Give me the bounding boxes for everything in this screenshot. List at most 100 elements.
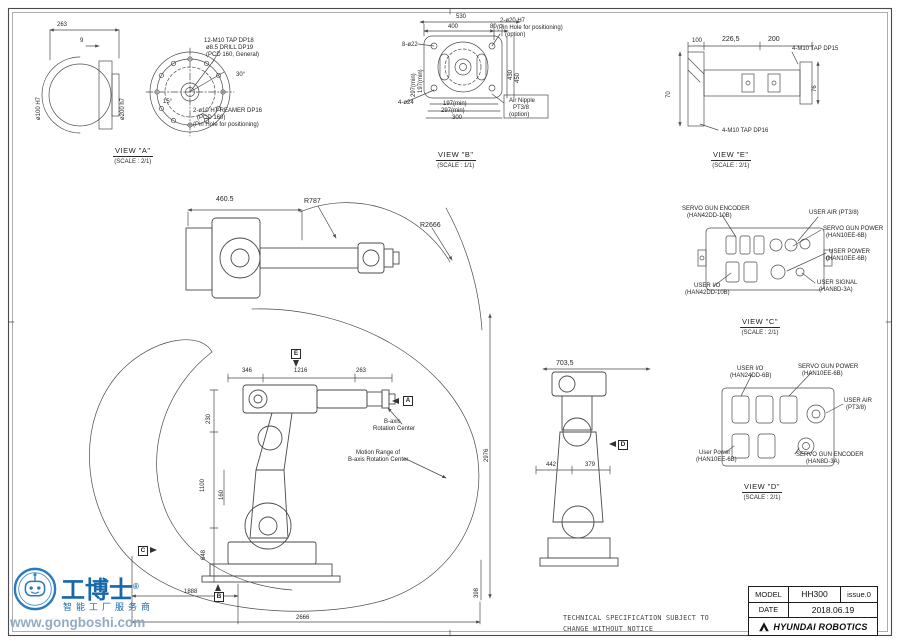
dim-b-197-left: 197(min) <box>418 69 424 93</box>
dim-b-450: 450 <box>515 72 521 83</box>
model-value: HH300 <box>789 587 841 602</box>
view-e-drawing <box>678 41 820 131</box>
note-4dia24: 4-ø24 <box>398 100 414 106</box>
label-b-axis-1: B-axis <box>384 419 401 425</box>
watermark-name: 工博士® <box>61 570 139 605</box>
dim-226-5: 226,5 <box>722 36 740 43</box>
label-user-signal: USER SIGNAL <box>817 280 858 286</box>
dim-b-430: 430 <box>508 69 514 80</box>
dim-30deg: 30° <box>236 72 246 78</box>
dim-b-300: 300 <box>452 115 463 121</box>
dim-9: 9 <box>80 38 84 44</box>
note-2dia20: 2-ø20 H7 <box>500 18 526 24</box>
note-reamer-pin: (Pin Hole for positioning) <box>193 122 259 128</box>
label-user-power-c: USER POWER <box>829 249 871 255</box>
note-2dia20-c: (option) <box>505 32 526 38</box>
issue-value: issue.0 <box>847 589 871 599</box>
main-robot-front-drawing <box>201 384 396 583</box>
label-user-power-d: User Power <box>699 450 731 456</box>
dim-442: 442 <box>546 462 557 468</box>
technical-note: TECHNICAL SPECIFICATION SUBJECT TO CHANG… <box>563 613 709 634</box>
main-arm-assembly-drawing <box>185 202 483 331</box>
view-b-drawing <box>405 20 549 119</box>
note-reamer: 2-ø10 H7 REAMER DP16 <box>193 108 263 114</box>
view-d-caption: VIEW "D" (SCALE : 2/1) <box>742 482 782 501</box>
view-marker-d: D <box>618 440 628 450</box>
model-label: MODEL <box>749 587 789 602</box>
label-b-axis-2: Rotation Center <box>373 426 416 432</box>
view-d-panel-drawing <box>721 371 844 467</box>
dim-460-5: 460.5 <box>216 196 234 203</box>
dim-400: 400 <box>448 24 459 30</box>
dim-b-197-bot: 197(min) <box>443 101 467 107</box>
label-sg-encoder-d2: (HAN8D-3A) <box>806 459 840 465</box>
label-user-power-d2: (HAN10EE-6B) <box>696 457 737 463</box>
view-a-drawing <box>41 28 235 137</box>
view-a-caption: VIEW "A" (SCALE : 2/1) <box>113 146 153 165</box>
label-user-power-c2: (HAN10EE-6B) <box>826 256 867 262</box>
dim-1888: 1888 <box>184 589 198 595</box>
technical-note-line1: TECHNICAL SPECIFICATION SUBJECT TO <box>563 614 709 622</box>
note-reamer-pcd: (PCD 160) <box>197 115 226 121</box>
title-block: MODEL HH300 issue.0 DATE 2018.06.19 HYUN… <box>748 586 878 636</box>
note-nipple-1: Air Nipple <box>509 98 536 104</box>
hyundai-robotics-logo-icon <box>759 621 770 631</box>
note-nipple-3: (option) <box>509 112 530 118</box>
watermark-slogan: 智能工厂服务商 <box>63 602 155 612</box>
brand-row: HYUNDAI ROBOTICS <box>749 618 877 635</box>
title-block-row-model: MODEL HH300 issue.0 <box>749 587 877 603</box>
date-label: DATE <box>749 602 789 618</box>
dim-263: 263 <box>57 22 68 28</box>
label-sg-power-c2: (HAN10EE-6B) <box>826 233 867 239</box>
view-d-title: VIEW "D" <box>742 482 782 493</box>
label-user-air-d2: (PT3/8) <box>846 405 867 411</box>
dim-2666: 2666 <box>296 615 310 621</box>
dim-703-5: 703,5 <box>556 360 574 367</box>
label-user-io-d: USER I/O <box>737 366 764 372</box>
view-c-panel-drawing <box>697 214 833 291</box>
label-user-air-d: USER AIR <box>844 398 873 404</box>
dim-r2666: R2666 <box>420 222 441 229</box>
dim-100: 100 <box>692 38 703 44</box>
dim-b-297-left: 297(min) <box>411 73 417 97</box>
dim-dia200h7: ø200 h7 <box>120 97 126 120</box>
gongboshi-logo-icon <box>13 567 57 611</box>
dim-1216: 1216 <box>294 368 308 374</box>
label-motion-range-1: Motion Range of <box>356 450 401 456</box>
view-marker-a: A <box>403 396 413 406</box>
view-c-scale: (SCALE : 2/1) <box>741 329 779 336</box>
title-block-row-date: DATE 2018.06.19 <box>749 602 877 619</box>
watermark-name-text: 工博士 <box>61 577 133 604</box>
dim-230: 230 <box>206 413 212 424</box>
dim-dia100h7: ø100 H7 <box>36 96 42 120</box>
sheet-frame <box>7 7 893 637</box>
label-user-signal-2: (HAN8D-3A) <box>819 287 853 293</box>
note-drill: ø8.5 DRILL DP19 <box>206 45 254 51</box>
view-b-scale: (SCALE : 1/1) <box>437 162 475 169</box>
dim-160: 160 <box>219 489 225 500</box>
view-d-robot-drawing <box>535 367 651 567</box>
dim-200: 200 <box>768 36 780 43</box>
motion-range-drawing <box>89 308 480 612</box>
view-a-title: VIEW "A" <box>113 146 153 157</box>
note-4m10-dp16: 4-M10 TAP DP16 <box>722 128 769 134</box>
dim-379: 379 <box>585 462 596 468</box>
dim-15deg: 15° <box>163 99 173 105</box>
dim-2976: 2976 <box>484 448 490 462</box>
label-sg-power-c: SERVO GUN POWER <box>823 226 884 232</box>
view-c-caption: VIEW "C" (SCALE : 2/1) <box>740 317 780 336</box>
view-b-title: VIEW "B" <box>436 150 476 161</box>
label-servo-gun-encoder: SERVO GUN ENCODER <box>682 206 750 212</box>
label-user-air-c: USER AIR (PT3/8) <box>809 210 859 216</box>
note-12-m10-tap: 12-M10 TAP DP18 <box>204 38 254 44</box>
label-user-io-c: USER I/O <box>694 283 721 289</box>
note-2dia20-b: (Pin Hole for positioning) <box>497 25 563 31</box>
dim-80: 80 <box>490 24 497 30</box>
dim-648: 648 <box>201 549 207 560</box>
note-8dia22: 8-ø22 <box>402 42 418 48</box>
dim-b-297-bot: 297(min) <box>441 108 465 114</box>
dim-76: 76 <box>812 85 818 92</box>
